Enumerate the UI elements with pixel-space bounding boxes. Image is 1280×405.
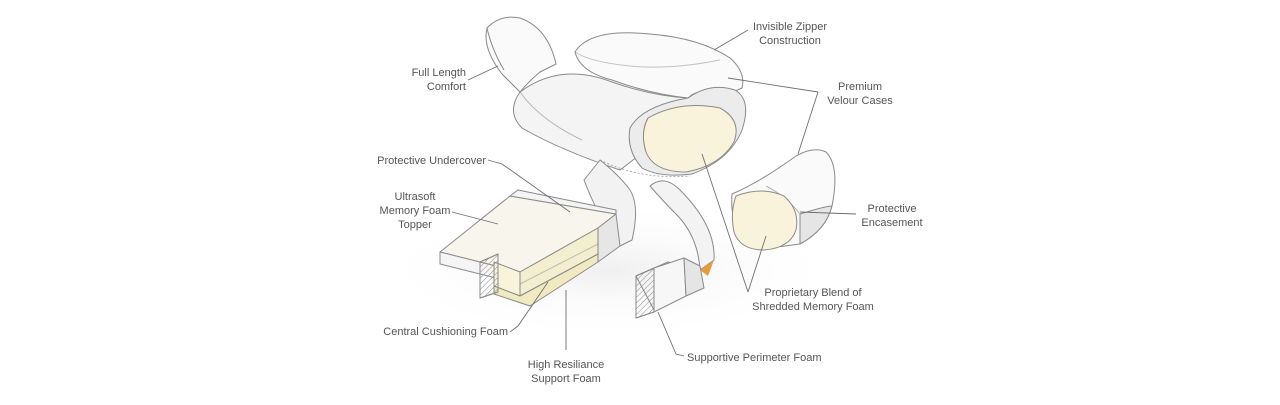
label-ultrasoft-topper: Ultrasoft Memory Foam Topper [379, 191, 451, 231]
label-central-cushioning: Central Cushioning Foam [383, 326, 508, 338]
leader-velour-b [797, 91, 819, 155]
leader-topper [451, 211, 499, 225]
label-high-resiliance: High Resiliance Support Foam [527, 359, 605, 385]
leader-central [509, 281, 549, 333]
leader-perimeter [657, 311, 685, 357]
leader-zipper [713, 29, 749, 51]
small-pillow [731, 149, 836, 251]
leader-full-length [467, 65, 499, 81]
perimeter-leg [635, 180, 715, 319]
label-proprietary-blend: Proprietary Blend of Shredded Memory Foa… [752, 287, 874, 313]
label-invisible-zipper: Invisible Zipper Construction [753, 21, 827, 47]
leader-velour-a [727, 77, 819, 93]
leader-blend-b [747, 235, 767, 293]
label-supportive-perimeter: Supportive Perimeter Foam [687, 352, 822, 364]
leader-encasement [799, 211, 857, 215]
foam-block-cutaway [439, 189, 621, 307]
leader-lines [451, 29, 857, 357]
main-pillow [485, 16, 747, 247]
label-premium-velour: Premium Velour Cases [827, 81, 893, 107]
label-protective-encasement: Protective Encasement [861, 203, 923, 229]
label-protective-undercover: Protective Undercover [377, 155, 486, 167]
leader-blend-a [701, 153, 749, 293]
leader-undercover [487, 159, 571, 213]
label-full-length-comfort: Full Length Comfort [411, 67, 466, 93]
